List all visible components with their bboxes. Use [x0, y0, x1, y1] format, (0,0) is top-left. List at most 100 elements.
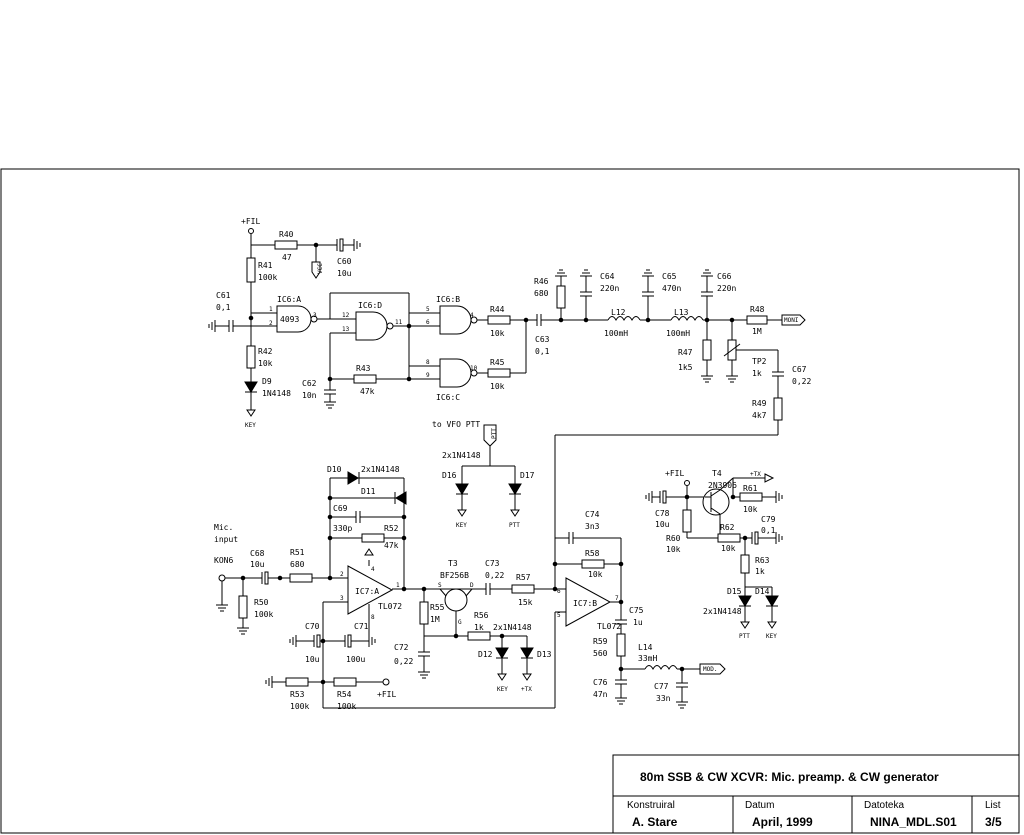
r40-label: R40	[279, 230, 294, 239]
moni-tag: MONI	[784, 317, 799, 324]
ic6a-pin2: 2	[269, 320, 273, 327]
c69-label: C69	[333, 504, 348, 513]
r49-value: 4k7	[752, 411, 767, 420]
c76-value: 47n	[593, 690, 608, 699]
c63-value: 0,1	[535, 347, 550, 356]
d14-key-label: KEY	[766, 633, 777, 640]
vcc-label: VCC	[317, 263, 324, 274]
d12-label: D12	[478, 650, 493, 659]
c70-value: 10u	[305, 655, 320, 664]
tp2-label: TP2	[752, 357, 767, 366]
ic6b-pin4: 4	[470, 312, 474, 319]
d12-key-label: KEY	[497, 686, 508, 693]
d15-label: D15	[727, 587, 742, 596]
ic7a-pin3: 3	[340, 595, 344, 602]
r60-label: R60	[666, 534, 681, 543]
r62-value: 10k	[721, 544, 736, 553]
c75-label: C75	[629, 606, 644, 615]
c67-label: C67	[792, 365, 807, 374]
ic7b-label: IC7:B	[573, 599, 597, 608]
r53-label: R53	[290, 690, 305, 699]
sheet-label: List	[985, 800, 1001, 811]
d12-d13-type: 2x1N4148	[493, 623, 532, 632]
r56-value: 1k	[474, 623, 484, 632]
c77-label: C77	[654, 682, 669, 691]
c78-value: 10u	[655, 520, 670, 529]
ic7a-pin4: 4	[371, 566, 375, 573]
ic7b-pin6: 6	[557, 588, 561, 595]
ic6b-pin6: 6	[426, 319, 430, 326]
c78-label: C78	[655, 509, 670, 518]
mod-tag: MOD.	[703, 666, 717, 673]
r43-value: 47k	[360, 387, 375, 396]
d16-d17-type: 2x1N4148	[442, 451, 481, 460]
r58-label: R58	[585, 549, 600, 558]
vfo-ptt-network	[455, 424, 522, 517]
r54-label: R54	[337, 690, 352, 699]
r51-label: R51	[290, 548, 305, 557]
t4-value: 2N3906	[708, 481, 737, 490]
ic6b-label: IC6:B	[436, 295, 460, 304]
d16-label: D16	[442, 471, 457, 480]
ic7b-pin5: 5	[557, 612, 561, 619]
c79-value: 0,1	[761, 526, 776, 535]
l12-value: 100mH	[604, 329, 628, 338]
c66-label: C66	[717, 272, 732, 281]
d17-label: D17	[520, 471, 535, 480]
ic7b-type: TL072	[597, 622, 621, 631]
ic6c-pin9: 9	[426, 372, 430, 379]
r42-label: R42	[258, 347, 273, 356]
t4-network	[645, 473, 783, 629]
mic-input-label: input	[214, 535, 238, 544]
r60-value: 10k	[666, 545, 681, 554]
d9-value: 1N4148	[262, 389, 291, 398]
d13-label: D13	[537, 650, 552, 659]
l13-label: L13	[674, 308, 689, 317]
d14-d15-type: 2x1N4148	[703, 607, 742, 616]
ic6b-gate	[439, 305, 537, 335]
r40-value: 47	[282, 253, 292, 262]
ic7b-pin7: 7	[615, 595, 619, 602]
r46-label: R46	[534, 277, 549, 286]
ic6b-pin5: 5	[426, 306, 430, 313]
r43-label: R43	[356, 364, 371, 373]
d15-ptt-label: PTT	[739, 633, 750, 640]
r56-label: R56	[474, 611, 489, 620]
c65-value: 470n	[662, 284, 681, 293]
c79-label: C79	[761, 515, 776, 524]
supply-network	[208, 228, 361, 417]
d10-d11-type: 2x1N4148	[361, 465, 400, 474]
d9-key-label: KEY	[245, 422, 256, 429]
c67-value: 0,22	[792, 377, 811, 386]
r42-value: 10k	[258, 359, 273, 368]
ic7a-type: TL072	[378, 602, 402, 611]
c75-value: 1u	[633, 618, 643, 627]
l14-value: 33mH	[638, 654, 657, 663]
r49-label: R49	[752, 399, 767, 408]
kon6-label: KON6	[214, 556, 233, 565]
fil-right-label: +FIL	[665, 469, 684, 478]
l14-label: L14	[638, 643, 653, 652]
c74-value: 3n3	[585, 522, 600, 531]
ic6d-pin11: 11	[395, 319, 403, 326]
ic6a-pin1: 1	[269, 306, 273, 313]
mic-label: Mic.	[214, 523, 233, 532]
date-value: April, 1999	[752, 815, 813, 829]
c72-label: C72	[394, 643, 409, 652]
designer-value: A. Stare	[632, 815, 678, 829]
r63-label: R63	[755, 556, 770, 565]
date-label: Datum	[745, 800, 774, 811]
ic7a-pin2: 2	[340, 571, 344, 578]
r55-label: R55	[430, 603, 445, 612]
c61-label: C61	[216, 291, 231, 300]
r45-label: R45	[490, 358, 505, 367]
ic6a-label: IC6:A	[277, 295, 301, 304]
t3-pin-s: S	[438, 582, 442, 589]
r48-label: R48	[750, 305, 765, 314]
c60-label: C60	[337, 257, 352, 266]
ic6a-gate	[276, 305, 356, 333]
ic7a-pin8: 8	[371, 614, 375, 621]
ic6d-label: IC6:D	[358, 301, 382, 310]
c61-value: 0,1	[216, 303, 231, 312]
title-block-title: 80m SSB & CW XCVR: Mic. preamp. & CW gen…	[640, 770, 939, 784]
